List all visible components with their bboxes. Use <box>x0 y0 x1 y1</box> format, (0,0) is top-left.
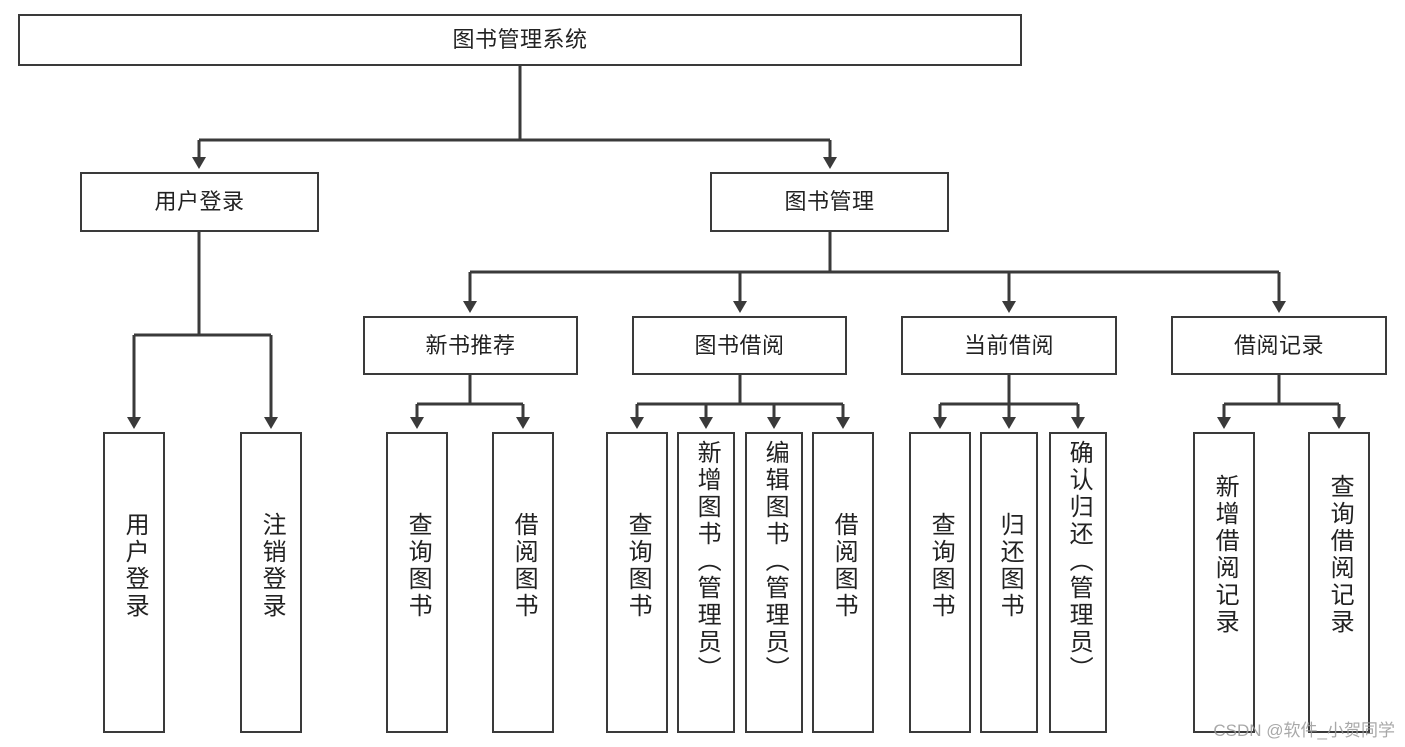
node-borrow-record[interactable]: 借阅记录 <box>1171 316 1387 375</box>
node-leaf-add-record[interactable]: 新增借阅记录 <box>1193 432 1255 733</box>
node-current-borrow[interactable]: 当前借阅 <box>901 316 1117 375</box>
node-leaf-query-record[interactable]: 查询借阅记录 <box>1308 432 1370 733</box>
node-leaf-add-record-label: 新增借阅记录 <box>1211 474 1239 636</box>
node-leaf-query-book-3-label: 查询图书 <box>927 512 955 620</box>
node-leaf-logout-label: 注销登录 <box>258 512 286 620</box>
node-new-book-recommend[interactable]: 新书推荐 <box>363 316 578 375</box>
node-leaf-query-book-2-label: 查询图书 <box>624 512 652 620</box>
node-leaf-borrow-book-2-label: 借阅图书 <box>830 512 858 620</box>
node-root-label: 图书管理系统 <box>452 27 588 53</box>
node-leaf-confirm-return-label: 确认归还（管理员） <box>1065 440 1093 683</box>
node-leaf-borrow-book-2[interactable]: 借阅图书 <box>812 432 874 733</box>
node-current-borrow-label: 当前借阅 <box>963 332 1054 358</box>
node-leaf-return-book-label: 归还图书 <box>996 512 1024 620</box>
node-book-management[interactable]: 图书管理 <box>710 172 949 232</box>
node-root[interactable]: 图书管理系统 <box>18 14 1022 66</box>
node-leaf-query-book-1-label: 查询图书 <box>404 512 432 620</box>
node-new-book-recommend-label: 新书推荐 <box>425 332 516 358</box>
node-leaf-add-book[interactable]: 新增图书（管理员） <box>677 432 735 733</box>
node-leaf-query-book-1[interactable]: 查询图书 <box>386 432 448 733</box>
node-book-borrow-label: 图书借阅 <box>694 332 785 358</box>
node-leaf-user-login-label: 用户登录 <box>121 512 149 620</box>
node-book-management-label: 图书管理 <box>784 189 875 215</box>
node-leaf-edit-book[interactable]: 编辑图书（管理员） <box>745 432 803 733</box>
node-leaf-confirm-return[interactable]: 确认归还（管理员） <box>1049 432 1107 733</box>
node-leaf-add-book-label: 新增图书（管理员） <box>693 440 721 683</box>
node-borrow-record-label: 借阅记录 <box>1233 332 1324 358</box>
node-leaf-return-book[interactable]: 归还图书 <box>980 432 1038 733</box>
node-leaf-edit-book-label: 编辑图书（管理员） <box>761 440 789 683</box>
node-leaf-user-login[interactable]: 用户登录 <box>103 432 165 733</box>
watermark-text: CSDN @软件_小贺同学 <box>1213 721 1395 740</box>
node-leaf-query-record-label: 查询借阅记录 <box>1326 474 1354 636</box>
node-leaf-logout[interactable]: 注销登录 <box>240 432 302 733</box>
node-book-borrow[interactable]: 图书借阅 <box>632 316 847 375</box>
node-leaf-borrow-book-1[interactable]: 借阅图书 <box>492 432 554 733</box>
node-leaf-borrow-book-1-label: 借阅图书 <box>510 512 538 620</box>
node-user-login[interactable]: 用户登录 <box>80 172 319 232</box>
node-leaf-query-book-3[interactable]: 查询图书 <box>909 432 971 733</box>
node-user-login-label: 用户登录 <box>154 189 245 215</box>
node-leaf-query-book-2[interactable]: 查询图书 <box>606 432 668 733</box>
